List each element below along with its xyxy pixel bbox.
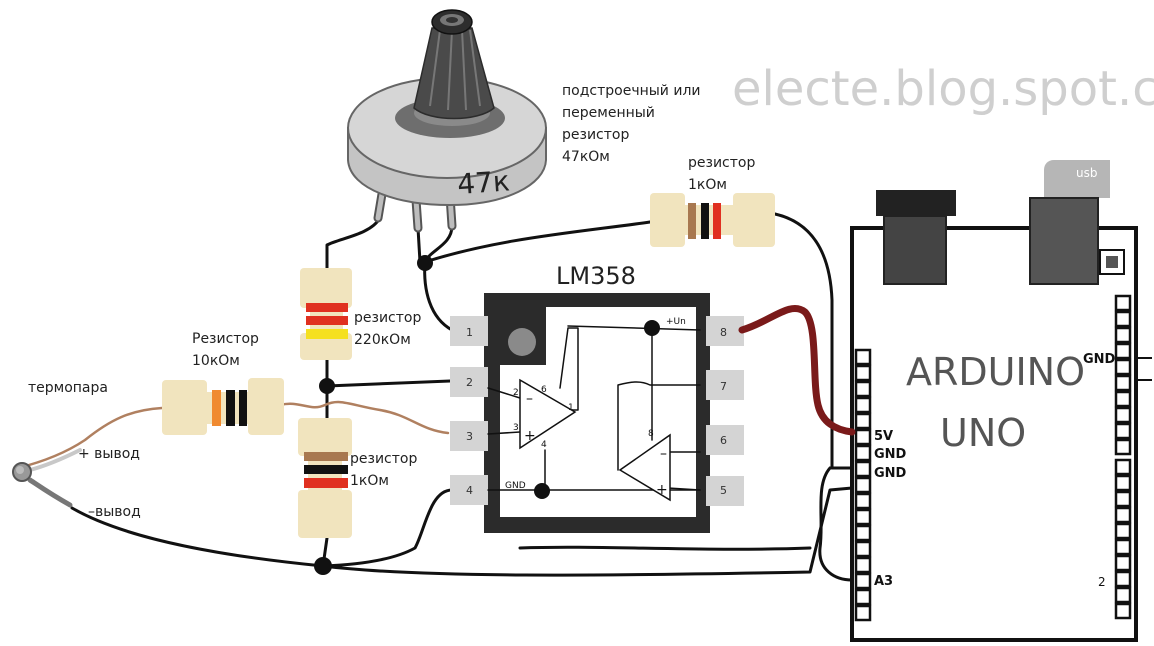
resistor-10k	[162, 378, 284, 435]
chip-name: LM358	[556, 262, 636, 290]
arduino-pin-label-gnd-right: GND	[1083, 352, 1116, 367]
resistor-1k-bottom-caption: резистор 1кОм	[350, 451, 417, 489]
svg-text:–: –	[660, 446, 667, 462]
wires	[70, 212, 854, 582]
resistor-caption-line: 10кОм	[192, 353, 240, 369]
resistor-1k-top-caption: резистор 1кОм	[688, 155, 755, 193]
resistor-1k-bottom	[298, 418, 352, 538]
arduino-pin-label-5v: 5V	[874, 429, 893, 444]
usb-label: usb	[1076, 166, 1097, 180]
thermocouple-tip	[12, 462, 32, 482]
opamp-pin-label: 2	[513, 388, 519, 398]
pot-caption-line: резистор	[562, 127, 629, 143]
svg-text:+: +	[524, 428, 536, 444]
resistor-caption-line: 220кОм	[354, 332, 411, 348]
svg-text:–: –	[526, 391, 533, 407]
opamp-pin-label: 3	[513, 423, 519, 433]
arduino-left-header	[854, 348, 872, 622]
lm358-chip: – + – +	[450, 293, 744, 533]
opamp-pin-label: 1	[568, 403, 574, 413]
resistor-220k	[300, 268, 352, 360]
resistor-10k-caption: Резистор 10кОм	[192, 331, 259, 369]
chip-pin-4: 4	[466, 484, 473, 497]
thermocouple-plus-lead: + вывод	[78, 446, 140, 462]
arduino-pin-label-gnd: GND	[874, 447, 907, 462]
resistor-caption-line: резистор	[350, 451, 417, 467]
pot-caption-line: подстроечный или	[562, 83, 701, 99]
opamp-pin-label: 6	[541, 385, 547, 395]
arduino-uno: usb	[850, 160, 1138, 642]
thermocouple-wires	[16, 400, 450, 508]
pot-caption-line: переменный	[562, 105, 655, 121]
watermark: electe.blog.spot.com	[732, 61, 1154, 117]
chip-pin-8: 8	[720, 326, 727, 339]
thermocouple-minus-lead: –вывод	[88, 504, 141, 520]
arduino-title-line1: ARDUINO	[906, 350, 1085, 394]
pot-caption-line: 47кОм	[562, 149, 610, 165]
opamp-pin-label: 4	[541, 440, 547, 450]
five-volt-wire	[738, 305, 856, 436]
resistor-1k-top	[650, 193, 775, 247]
chip-pin-numbers: 1 2 3 4 5 6 7 8	[466, 326, 727, 497]
resistor-caption-line: Резистор	[192, 331, 259, 347]
chip-pin-5: 5	[720, 484, 727, 497]
arduino-pin-label-2: 2	[1098, 575, 1106, 589]
opamp-a-pin-labels: 2 3 6 1 4	[513, 385, 574, 450]
thermocouple-label: термопара	[28, 380, 108, 396]
junction-ground	[314, 557, 332, 575]
potentiometer: 47к	[347, 9, 547, 233]
resistor-caption-line: 1кОм	[688, 177, 727, 193]
pot-value-mark: 47к	[456, 164, 511, 201]
chip-vcc-label: +Un	[666, 317, 686, 327]
resistor-caption-line: резистор	[688, 155, 755, 171]
chip-pin-6: 6	[720, 434, 727, 447]
chip-pin-3: 3	[466, 430, 473, 443]
resistor-caption-line: 1кОм	[350, 473, 389, 489]
arduino-right-header	[1114, 294, 1152, 620]
chip-pin-2: 2	[466, 376, 473, 389]
chip-pin-1: 1	[466, 326, 473, 339]
resistor-220k-caption: резистор 220кОм	[354, 310, 421, 348]
arduino-pin-label-a3: A3	[874, 574, 893, 589]
chip-gnd-label: GND	[505, 481, 526, 491]
arduino-title-line2: UNO	[940, 411, 1026, 455]
pot-caption: подстроечный или переменный резистор 47к…	[562, 83, 701, 165]
junction-pot	[417, 255, 433, 271]
junctions	[314, 255, 433, 575]
arduino-pin-labels: 5V GND GND A3 GND 2	[874, 352, 1116, 589]
chip-pin-7: 7	[720, 380, 727, 393]
arduino-pin-label-gnd: GND	[874, 466, 907, 481]
opamp-b-pin-label: 8	[648, 429, 654, 439]
resistor-caption-line: резистор	[354, 310, 421, 326]
svg-text:+: +	[656, 482, 668, 498]
junction-220k	[319, 378, 335, 394]
